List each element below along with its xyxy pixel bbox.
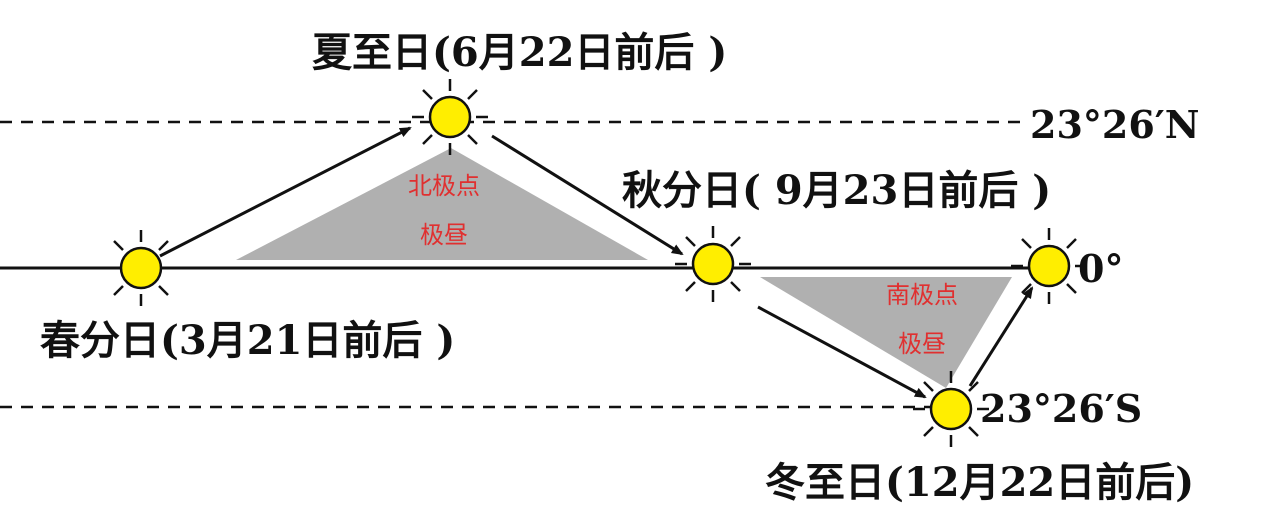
sun-icon [410, 77, 490, 157]
south-zone-label-line1: 南极点 [886, 281, 958, 309]
latitude-equator-label: 0° [1078, 246, 1123, 291]
north-zone-label-line2: 极昼 [420, 221, 468, 249]
summer-solstice-label: 夏至日(6月22日前后 ) [312, 29, 727, 76]
south-zone-label-line2: 极昼 [898, 330, 946, 358]
sun-icon [673, 224, 753, 304]
sun-icon [911, 369, 991, 449]
autumn-equinox-label: 秋分日( 9月23日前后 ) [622, 167, 1051, 214]
arrow-winter-to-spring [968, 286, 1034, 387]
arrow-autumn-to-winter [757, 305, 927, 399]
latitude-north-label: 23°26′N [1030, 102, 1200, 147]
north-polar-day-zone [236, 148, 648, 260]
spring-equinox-label: 春分日(3月21日前后 ) [40, 317, 455, 364]
winter-solstice-label: 冬至日(12月22日前后) [765, 459, 1194, 506]
north-zone-label-line1: 北极点 [408, 172, 480, 200]
sun-icon [1009, 226, 1089, 306]
arrow-summer-to-autumn [491, 134, 684, 256]
latitude-south-label: 23°26′S [980, 386, 1142, 431]
sun-icon [101, 228, 181, 308]
arrow-spring-to-summer [159, 126, 412, 258]
south-polar-day-zone [760, 277, 1012, 388]
